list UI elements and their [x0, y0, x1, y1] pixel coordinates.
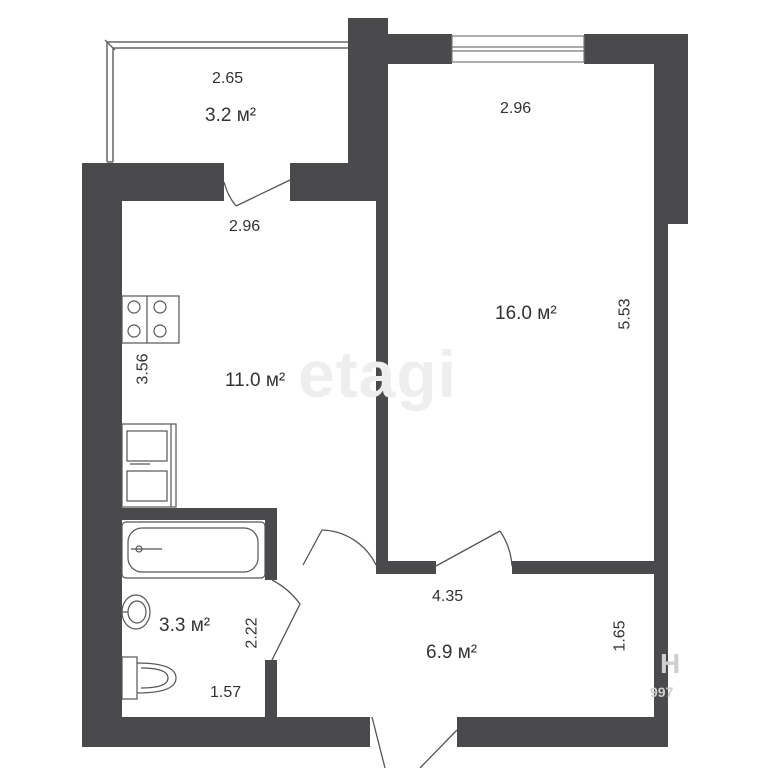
- kitchen-sink-icon: [121, 423, 177, 508]
- bathroom-area-label: 3.3 м²: [159, 615, 211, 636]
- bathtub-icon: [121, 521, 266, 579]
- corner-watermark-letter: H: [660, 648, 681, 679]
- bedroom-window: [451, 35, 585, 63]
- corner-watermark-digits: 997: [650, 684, 674, 700]
- toilet-icon: [121, 656, 177, 700]
- hallway-length-label: 1.65: [611, 620, 629, 652]
- kitchen-area-label: 11.0 м²: [225, 370, 286, 391]
- hallway-width-label: 4.35: [432, 588, 464, 605]
- bathroom-length-label: 2.22: [243, 617, 261, 649]
- walls: [82, 18, 688, 747]
- balcony-width-label: 2.65: [212, 70, 244, 87]
- bedroom-width-label: 2.96: [500, 100, 532, 117]
- bedroom-length-label: 5.53: [616, 298, 634, 330]
- balcony-outline: [104, 39, 348, 163]
- bathroom-width-label: 1.57: [210, 684, 242, 701]
- hallway-area-label: 6.9 м²: [426, 642, 478, 663]
- watermark: etagi: [298, 337, 458, 411]
- bedroom-area-label: 16.0 м²: [495, 303, 557, 324]
- washbasin-icon: [121, 594, 151, 630]
- stove-icon: [121, 295, 180, 344]
- balcony-area-label: 3.2 м²: [205, 105, 257, 126]
- doors: [223, 179, 513, 768]
- kitchen-width-label: 2.96: [229, 218, 261, 235]
- kitchen-length-label: 3.56: [134, 353, 152, 385]
